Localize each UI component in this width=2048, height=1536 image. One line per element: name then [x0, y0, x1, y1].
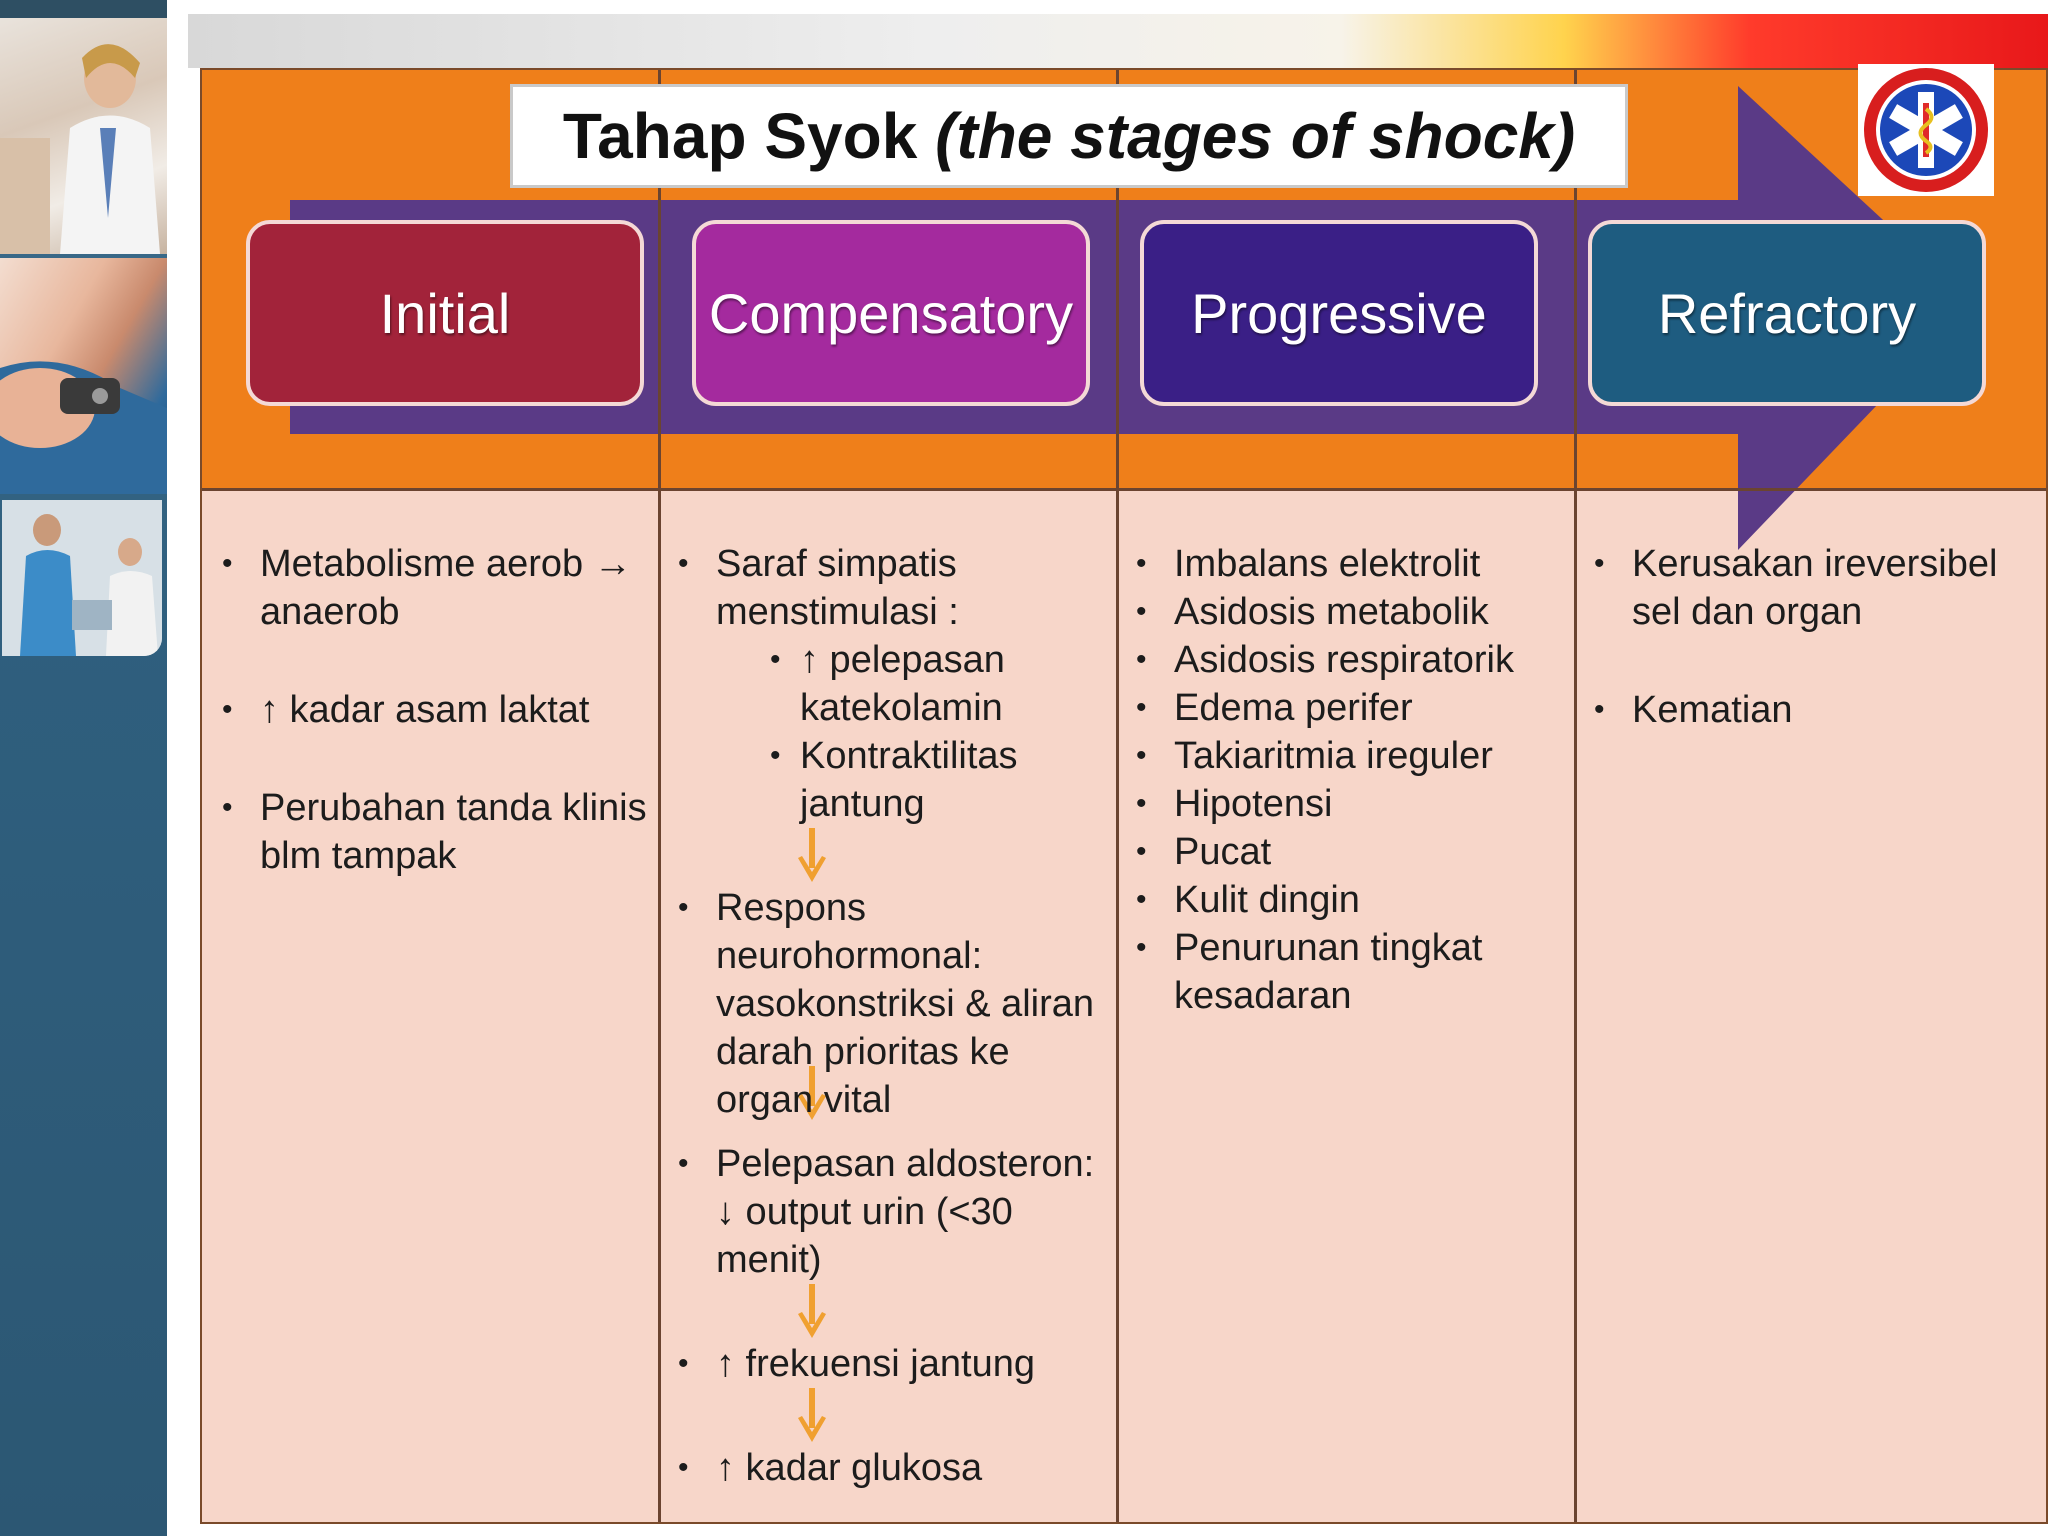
list-item: Saraf simpatis menstimulasi : ↑ pelepasa… [676, 540, 1116, 828]
sub-list-item: Kontraktilitas jantung [768, 732, 1116, 828]
title-italic: (the stages of shock) [935, 100, 1576, 172]
list-item: Pucat [1134, 828, 1574, 876]
column-divider-2 [1116, 70, 1119, 1522]
doctor-photo [0, 18, 167, 254]
progressive-column: Imbalans elektrolit Asidosis metabolik A… [1134, 540, 1574, 1020]
progression-arrow [290, 86, 1974, 550]
list-item: Metabolisme aerob → anaerob [220, 540, 660, 636]
list-item: Kerusakan ireversibel sel dan organ [1592, 540, 2032, 636]
list-item: Hipotensi [1134, 780, 1574, 828]
sub-list: ↑ pelepasan katekolamin Kontraktilitas j… [768, 636, 1116, 828]
blood-pressure-photo [0, 258, 167, 494]
sub-list-item: ↑ pelepasan katekolamin [768, 636, 1116, 732]
sidebar-top-bar [0, 0, 167, 18]
stage-progressive: Progressive [1140, 220, 1538, 406]
list-item-text: Saraf simpatis menstimulasi : [716, 543, 959, 633]
down-arrow-icon [798, 828, 826, 882]
medical-star-of-life-logo [1858, 64, 1994, 196]
down-arrow-icon [798, 1284, 826, 1338]
list-item: Kulit dingin [1134, 876, 1574, 924]
list-item: ↑ kadar asam laktat [220, 686, 660, 734]
list-item: ↑ frekuensi jantung [676, 1340, 1116, 1388]
list-item: Kematian [1592, 686, 2032, 734]
slide-top-banner [188, 14, 2048, 68]
compensatory-column: Saraf simpatis menstimulasi : ↑ pelepasa… [676, 540, 1116, 1492]
list-item: Respons neurohormonal: vasokonstriksi & … [676, 884, 1116, 1124]
slide-title: Tahap Syok (the stages of shock) [510, 84, 1628, 188]
left-sidebar [0, 0, 167, 1536]
stage-refractory: Refractory [1588, 220, 1986, 406]
title-main: Tahap Syok [562, 100, 918, 172]
down-arrow-icon [798, 1388, 826, 1442]
initial-column: Metabolisme aerob → anaerob ↑ kadar asam… [220, 540, 660, 930]
refractory-column: Kerusakan ireversibel sel dan organ Kema… [1592, 540, 2032, 784]
header-divider [202, 488, 2046, 491]
list-item: Asidosis metabolik [1134, 588, 1574, 636]
list-item: Takiaritmia ireguler [1134, 732, 1574, 780]
stage-compensatory: Compensatory [692, 220, 1090, 406]
list-item: Penurunan tingkat kesadaran [1134, 924, 1574, 1020]
list-item: Pelepasan aldosteron: ↓ output urin (<30… [676, 1140, 1116, 1284]
list-item: Imbalans elektrolit [1134, 540, 1574, 588]
list-item: Asidosis respiratorik [1134, 636, 1574, 684]
hospital-staff-photo [2, 500, 162, 656]
list-item: Perubahan tanda klinis blm tampak [220, 784, 660, 880]
list-item: Edema perifer [1134, 684, 1574, 732]
list-item: ↑ kadar glukosa [676, 1444, 1116, 1492]
stage-initial: Initial [246, 220, 644, 406]
shock-stages-diagram: Tahap Syok (the stages of shock) Initial… [200, 64, 2048, 1524]
column-divider-3 [1574, 70, 1577, 1522]
